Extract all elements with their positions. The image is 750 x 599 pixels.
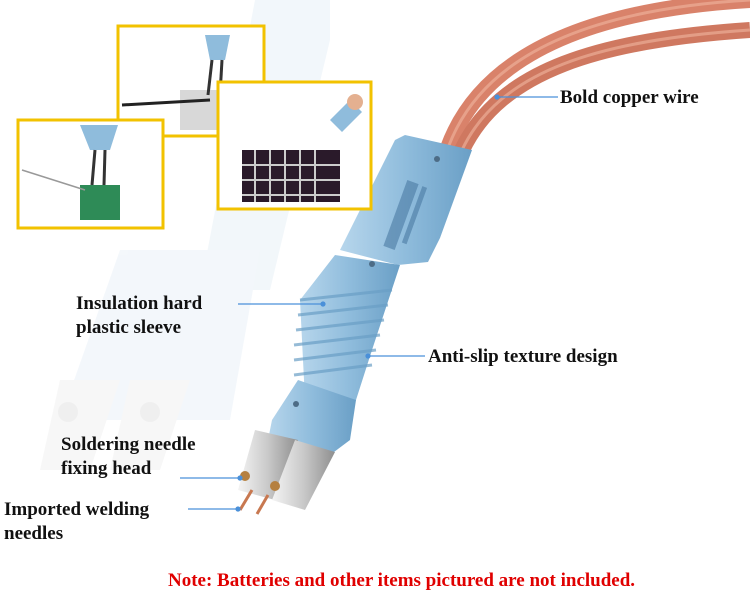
inset-circuit-board-photo xyxy=(16,118,165,230)
callout-lines xyxy=(180,94,558,512)
label-insulation-sleeve: Insulation hard plastic sleeve xyxy=(76,293,203,338)
label-fixing-head: Soldering needle fixing head xyxy=(61,434,196,479)
disclaimer-note: Note: Batteries and other items pictured… xyxy=(168,570,636,591)
label-welding-needles: Imported welding needles xyxy=(4,499,150,544)
welding-pen xyxy=(268,135,472,455)
copper-wire xyxy=(440,0,750,154)
label-anti-slip-texture: Anti-slip texture design xyxy=(428,346,618,367)
label-copper-wire: Bold copper wire xyxy=(560,87,699,108)
welding-needles xyxy=(238,489,270,515)
inset-battery-pack-photo xyxy=(216,80,373,211)
